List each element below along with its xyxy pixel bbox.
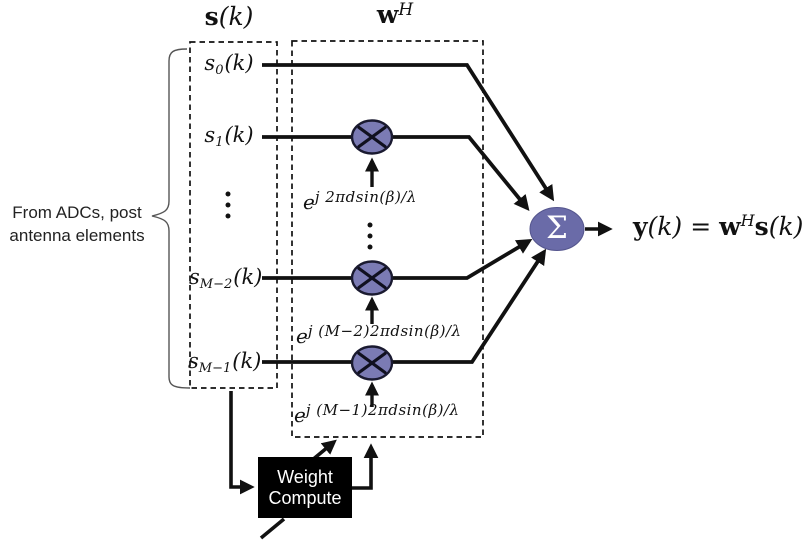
signal-line-m1 <box>262 248 547 364</box>
signal-label-m1: sM−1(k) <box>188 349 262 376</box>
weight-vector-title: wH <box>376 0 414 29</box>
multiplier-node-m2 <box>350 260 394 296</box>
samples-to-weight-compute-arrow <box>229 391 255 495</box>
weight-vector-box <box>291 40 484 438</box>
weight-label-1: ej 2πdsin(β)/λ <box>303 188 417 214</box>
multiplier-node-1 <box>350 119 394 155</box>
sigma-symbol: Σ <box>546 210 568 246</box>
source-annotation-line2: antenna elements <box>9 226 145 245</box>
weight-compute-block: Weight Compute <box>258 457 352 518</box>
weight-label-m2: ej (M−2)2πdsin(β)/λ <box>296 322 462 348</box>
source-annotation-line1: From ADCs, post <box>12 203 142 222</box>
signal-line-0 <box>262 63 555 202</box>
ellipsis-dots <box>225 191 373 250</box>
signal-line-m2 <box>262 239 533 280</box>
signal-label-1: s1(k) <box>204 123 254 150</box>
weight-label-m1: ej (M−1)2πdsin(β)/λ <box>294 401 460 427</box>
signal-line-1 <box>262 135 530 212</box>
weights-out-right-arrow <box>352 443 379 490</box>
signal-vector-box <box>189 41 278 389</box>
multiply-x-icon <box>357 266 387 290</box>
weight-compute-line1: Weight <box>277 466 333 487</box>
signal-paths <box>262 63 555 364</box>
output-equation: y(k)=wHs(k) <box>633 211 803 241</box>
signal-label-0: s0(k) <box>204 51 254 78</box>
multiply-x-icon <box>357 125 387 149</box>
weight-compute-line2: Compute <box>268 487 342 508</box>
dashed-boxes <box>189 40 484 438</box>
source-annotation: From ADCs, post antenna elements <box>0 201 154 247</box>
weight-compute-input-line <box>259 517 286 540</box>
multiply-x-icon <box>357 351 387 375</box>
signal-vector-title: s(k) <box>204 2 254 31</box>
source-brace <box>151 48 191 389</box>
multiplier-node-m1 <box>350 345 394 381</box>
signal-label-m2: sM−2(k) <box>189 265 263 292</box>
summation-node <box>529 207 585 251</box>
weight-compute-wires <box>229 221 613 540</box>
